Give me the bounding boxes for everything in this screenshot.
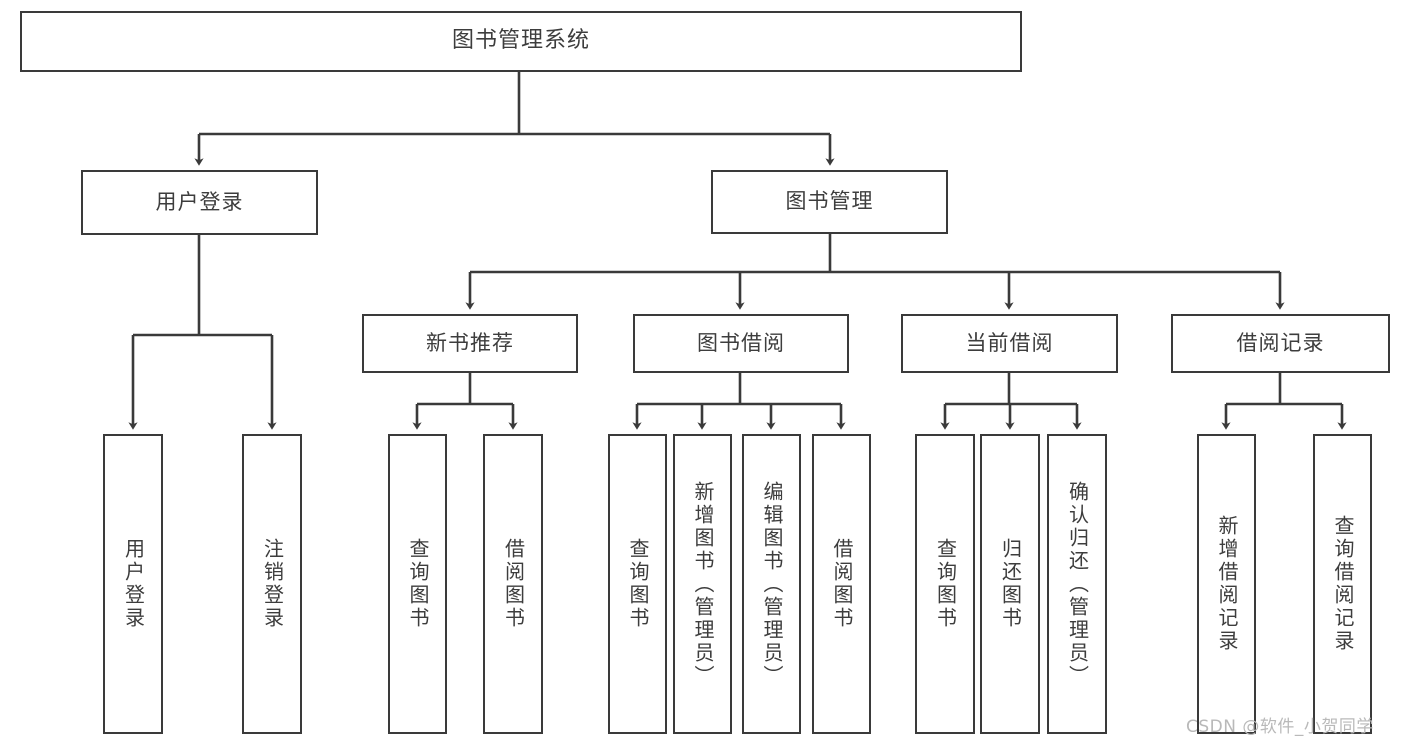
node-new-book-recommend[interactable]: 新书推荐 [362, 314, 578, 373]
leaf-current-query-book[interactable]: 查询图书 [915, 434, 975, 734]
node-book-management[interactable]: 图书管理 [711, 170, 948, 234]
leaf-current-confirm-return[interactable]: 确认归还（管理员） [1047, 434, 1107, 734]
node-book-borrow-label: 图书借阅 [697, 330, 785, 355]
leaf-record-query[interactable]: 查询借阅记录 [1313, 434, 1372, 734]
leaf-current-query-book-label: 查询图书 [933, 538, 958, 630]
node-borrow-record-label: 借阅记录 [1236, 330, 1325, 355]
leaf-user-login-login-label: 用户登录 [121, 538, 146, 630]
leaf-borrow-add-book[interactable]: 新增图书（管理员） [673, 434, 732, 734]
node-new-book-recommend-label: 新书推荐 [426, 330, 514, 355]
leaf-new-book-borrow[interactable]: 借阅图书 [483, 434, 543, 734]
node-root[interactable]: 图书管理系统 [20, 11, 1022, 72]
leaf-borrow-borrow-book[interactable]: 借阅图书 [812, 434, 871, 734]
leaf-borrow-add-book-label: 新增图书（管理员） [691, 480, 715, 688]
node-root-label: 图书管理系统 [451, 28, 590, 54]
node-user-login[interactable]: 用户登录 [81, 170, 318, 235]
leaf-new-book-query[interactable]: 查询图书 [388, 434, 447, 734]
leaf-borrow-edit-book-label: 编辑图书（管理员） [760, 480, 784, 688]
leaf-current-return-book[interactable]: 归还图书 [980, 434, 1040, 734]
watermark: CSDN @软件_小贺同学 [1186, 717, 1374, 737]
leaf-borrow-query-book[interactable]: 查询图书 [608, 434, 667, 734]
node-current-borrow-label: 当前借阅 [965, 330, 1054, 355]
leaf-user-login-logout-label: 注销登录 [260, 538, 285, 630]
leaf-current-confirm-return-label: 确认归还（管理员） [1065, 480, 1090, 688]
leaf-record-add[interactable]: 新增借阅记录 [1197, 434, 1256, 734]
leaf-new-book-borrow-label: 借阅图书 [501, 538, 526, 630]
node-book-borrow[interactable]: 图书借阅 [633, 314, 849, 373]
leaf-user-login-login[interactable]: 用户登录 [103, 434, 163, 734]
node-book-management-label: 图书管理 [785, 189, 874, 214]
leaf-record-add-label: 新增借阅记录 [1215, 515, 1239, 653]
leaf-new-book-query-label: 查询图书 [406, 538, 430, 630]
node-borrow-record[interactable]: 借阅记录 [1171, 314, 1390, 373]
node-user-login-label: 用户登录 [155, 189, 244, 214]
leaf-record-query-label: 查询借阅记录 [1331, 515, 1355, 653]
leaf-user-login-logout[interactable]: 注销登录 [242, 434, 302, 734]
node-current-borrow[interactable]: 当前借阅 [901, 314, 1118, 373]
leaf-borrow-borrow-book-label: 借阅图书 [830, 538, 854, 630]
leaf-borrow-edit-book[interactable]: 编辑图书（管理员） [742, 434, 801, 734]
leaf-current-return-book-label: 归还图书 [998, 538, 1023, 630]
leaf-borrow-query-book-label: 查询图书 [626, 538, 650, 630]
